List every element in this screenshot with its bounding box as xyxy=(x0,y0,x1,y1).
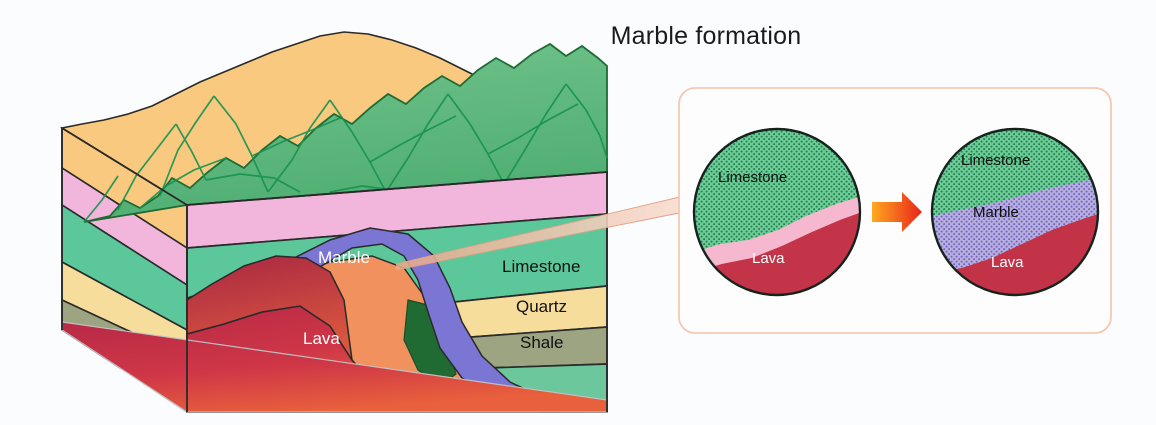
callout-connector-line-bottom xyxy=(395,211,685,271)
callout-panel xyxy=(678,87,1112,334)
block-outline xyxy=(61,127,608,412)
circle-before-lava-shade xyxy=(694,212,860,295)
block-diagram-group xyxy=(59,31,608,413)
callout-connector-wedge xyxy=(396,196,684,270)
circle-after-lava-shade xyxy=(932,214,1098,295)
circle-before-outline xyxy=(692,127,862,297)
figure-title: Marble formation xyxy=(610,22,802,50)
mountain-terrain xyxy=(83,42,608,223)
transformation-arrow xyxy=(872,192,922,232)
arrow-shape xyxy=(872,192,922,232)
circle-after-outline xyxy=(930,127,1100,297)
circle-before xyxy=(692,127,862,297)
callout-connector-line-top xyxy=(395,195,685,265)
lava-dome xyxy=(186,255,353,361)
circle-after xyxy=(930,127,1100,297)
circle-after-lava-fill xyxy=(932,214,1098,295)
